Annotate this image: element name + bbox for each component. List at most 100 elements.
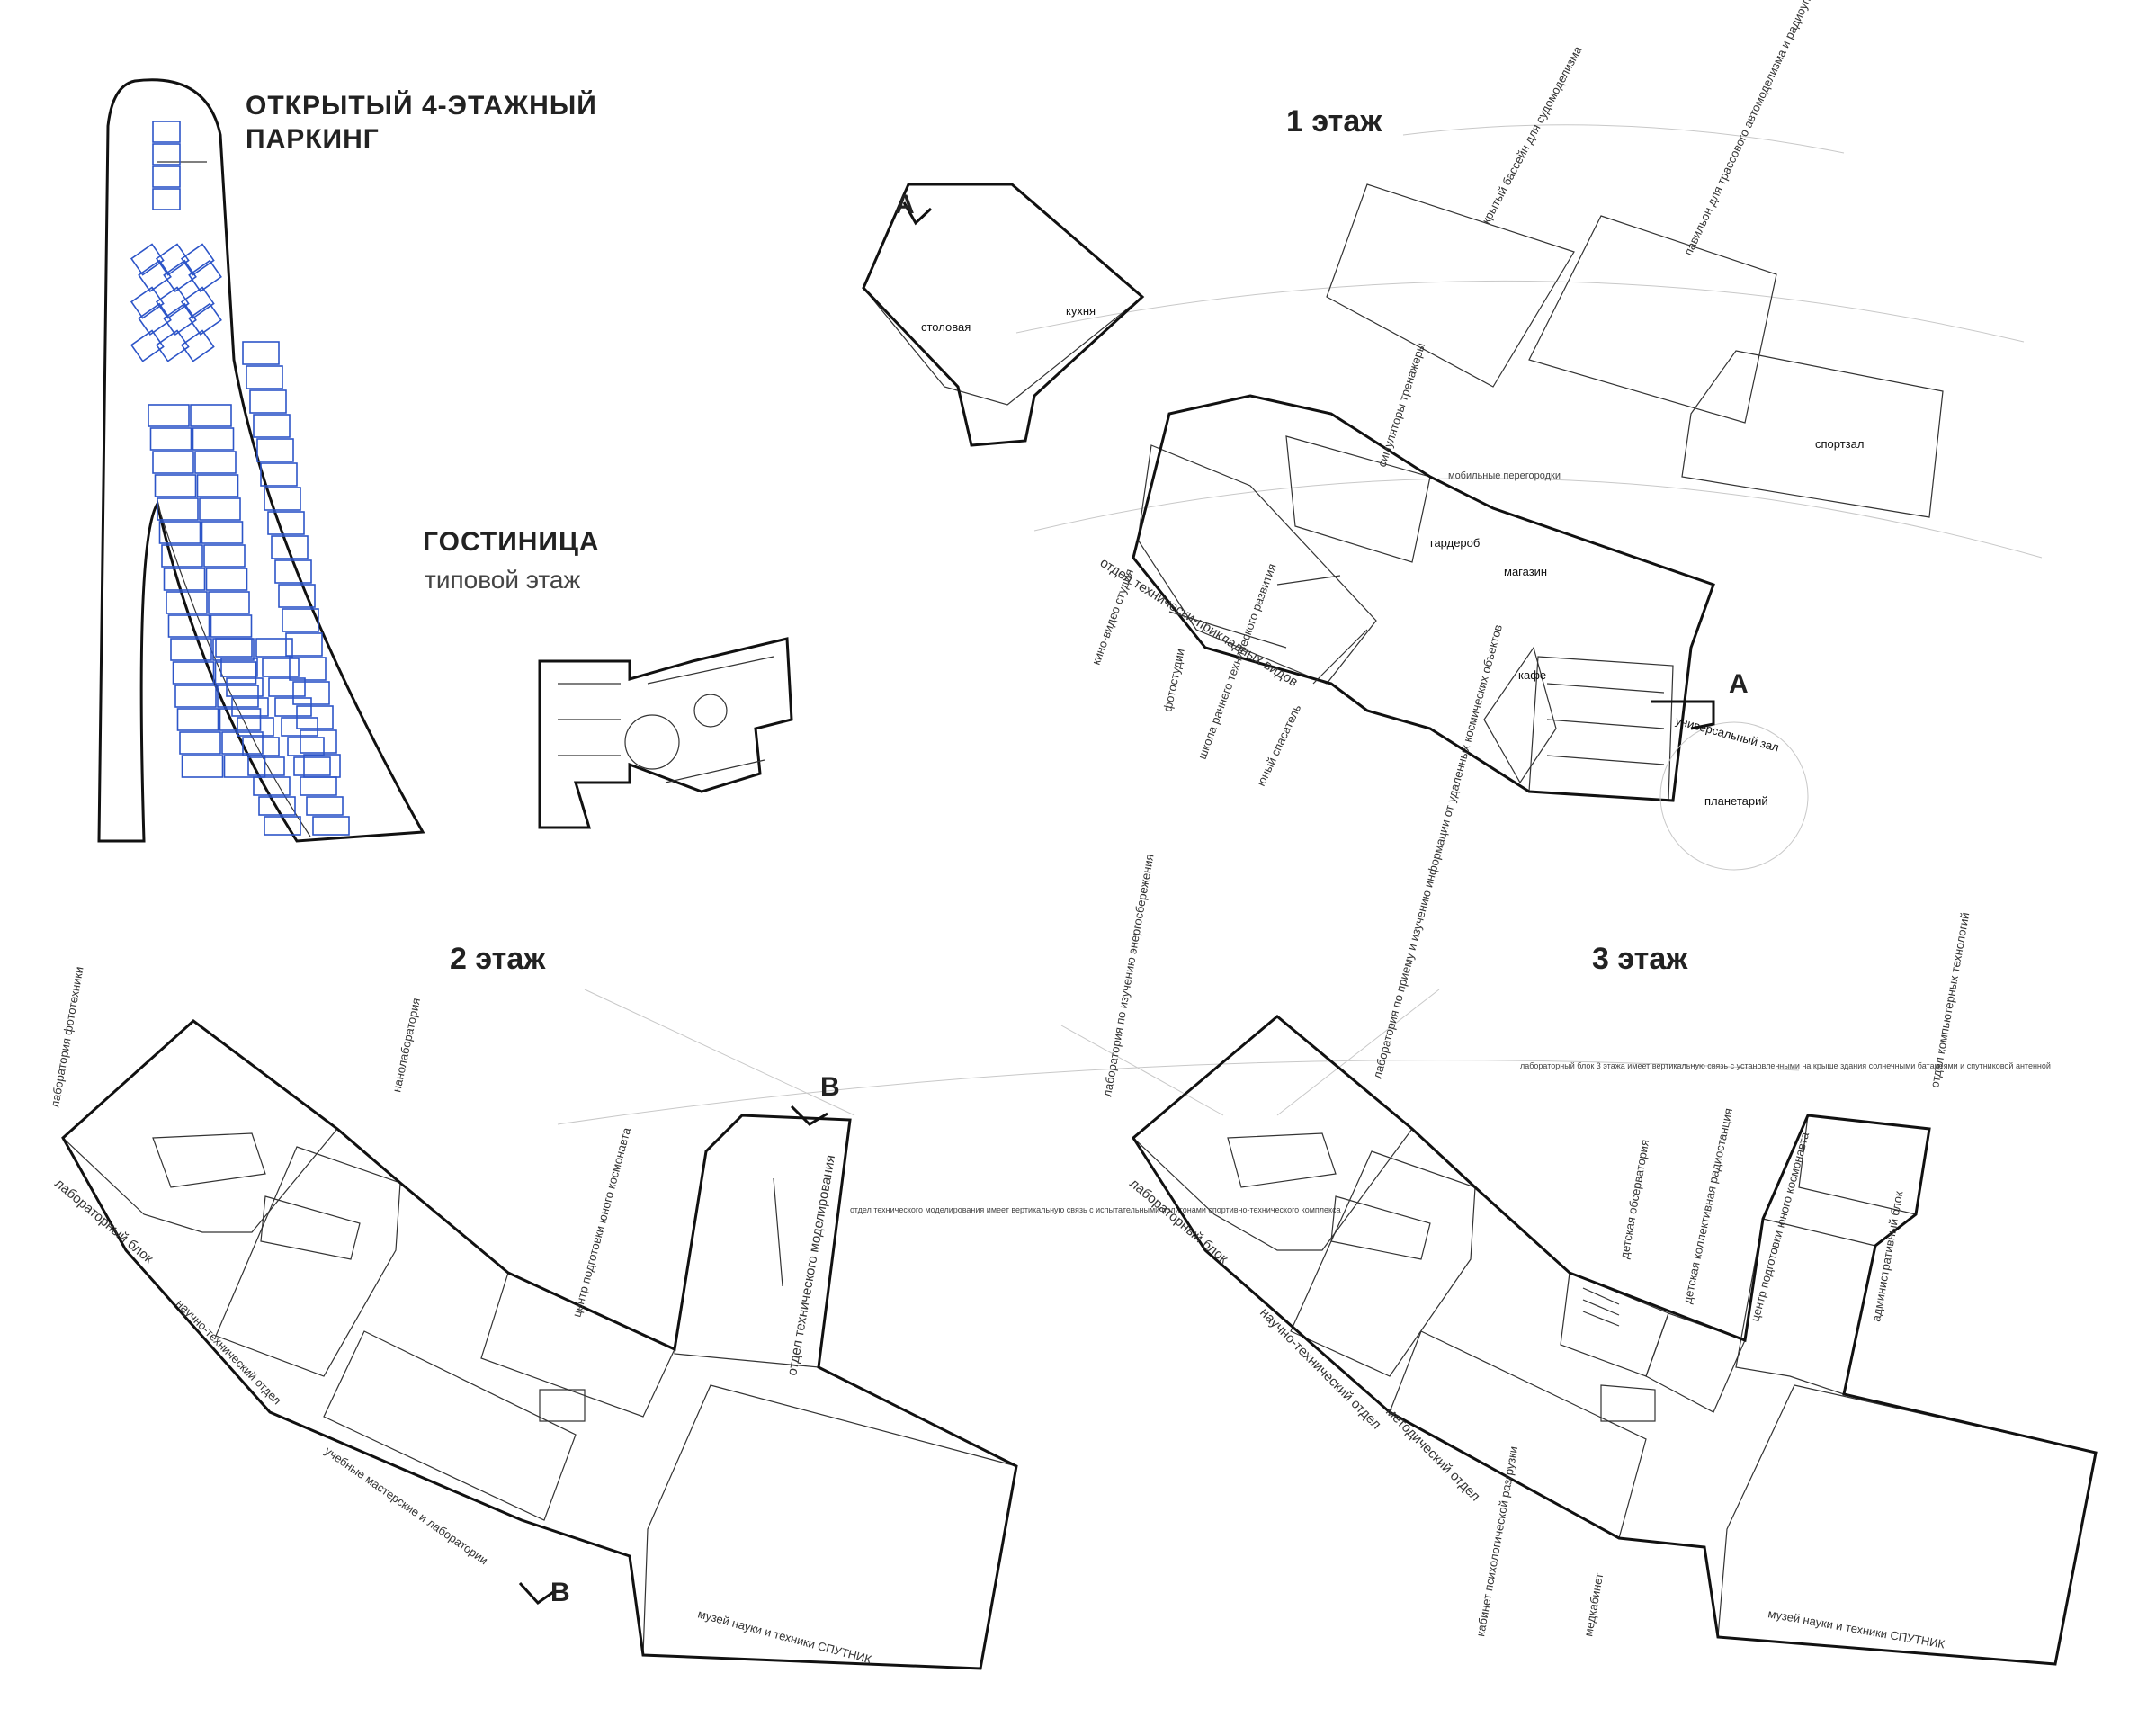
parking-stall [247, 756, 285, 776]
room-simulators: симуляторы тренажеры [1375, 341, 1428, 469]
parking-stall [163, 259, 197, 292]
section-a-arrow-right [1651, 700, 1715, 730]
room-observatory: детская обсерватория [1617, 1139, 1651, 1260]
gym-zone [1681, 350, 1944, 518]
parking-stall [264, 487, 301, 511]
cafe-zone [1483, 646, 1557, 784]
parking-stall [287, 737, 325, 756]
hotel-title: ГОСТИНИЦА [423, 527, 600, 557]
floor1-plan [862, 124, 2043, 871]
parking-stall [253, 776, 291, 796]
parking-stall [166, 591, 208, 614]
parking-stall [161, 544, 203, 568]
parking-stall [152, 188, 181, 210]
parking-stall [242, 737, 280, 756]
parking-stall [172, 661, 215, 685]
room-psych: кабинет психологической разгрузки [1473, 1445, 1520, 1638]
parking-plan [97, 78, 425, 843]
parking-stall [148, 404, 190, 427]
parking-stall [208, 591, 250, 614]
parking-stall [246, 365, 283, 389]
room-hall: универсальный зал [1674, 713, 1780, 754]
parking-stall [163, 302, 197, 336]
parking-stall [258, 796, 296, 816]
modeling-note: отдел технического моделирования имеет в… [850, 1205, 1341, 1214]
parking-stall [281, 717, 318, 737]
parking-stall [163, 568, 206, 591]
lab-block-zone [62, 1020, 338, 1233]
parking-stall [253, 414, 291, 438]
parking-stall [289, 657, 327, 681]
section-a-arrow-left [902, 201, 933, 226]
parking-stall [312, 816, 350, 836]
parking-stall [268, 677, 306, 697]
room-dining: столовая [921, 320, 971, 334]
parking-stall [262, 658, 300, 677]
hall-zone [1528, 656, 1674, 801]
parking-stall [201, 521, 244, 544]
parking-stall [260, 462, 298, 487]
parking-stall [154, 474, 197, 497]
section-a-right: A [1729, 669, 1749, 699]
parking-stall [181, 755, 224, 778]
parking-stall [214, 661, 257, 685]
parking-stall [180, 286, 215, 319]
room-rescuer: юный спасатель [1254, 702, 1303, 789]
floor2-title: 2 этаж [450, 942, 546, 976]
parking-stall [231, 697, 269, 717]
parking-stall [190, 404, 232, 427]
room-planetarium: планетарий [1704, 794, 1768, 808]
parking-stall [188, 259, 222, 292]
parking-stall [300, 729, 337, 754]
parking-stall [130, 286, 165, 319]
floor3-plan [1060, 989, 2098, 1666]
parking-stall [267, 511, 305, 535]
parking-stall [210, 614, 253, 638]
room-space-lab: лаборатория по изучению энергосбережения [1100, 853, 1156, 1097]
parking-stall [170, 638, 212, 661]
parking-stall [179, 731, 221, 755]
room-medical: медкабинет [1581, 1572, 1606, 1638]
parking-stall [130, 329, 165, 362]
parking-stall [158, 521, 201, 544]
room-workshops: учебные мастерские и лаборатории [322, 1444, 490, 1567]
parking-stall [219, 708, 262, 731]
parking-stall [255, 638, 293, 658]
parking-stall [271, 535, 309, 559]
parking-stall [152, 166, 181, 188]
room-cosmonaut-3: центр подготовки юного космонавта [1748, 1130, 1812, 1322]
parking-title-line1: ОТКРЫТЫЙ 4-ЭТАЖНЫЙ [246, 90, 597, 121]
parking-stall [176, 708, 219, 731]
room-nanolab: нанолаборатория [389, 997, 423, 1094]
parking-stall [226, 677, 264, 697]
parking-stall [167, 614, 210, 638]
pavilion-zone [1528, 215, 1777, 424]
parking-stall [180, 329, 215, 362]
parking-stalls [130, 121, 350, 836]
room-kitchen: кухня [1066, 304, 1096, 318]
parking-stall [203, 544, 246, 568]
parking-stall [274, 559, 312, 584]
parking-stall [192, 427, 235, 451]
parking-stall [293, 756, 331, 776]
room-shop: магазин [1504, 565, 1547, 578]
room-lab-block-2: лабораторный блок [51, 1176, 156, 1266]
parking-stall [174, 685, 217, 708]
floor1-title: 1 этаж [1286, 104, 1382, 139]
parking-stall [199, 497, 241, 521]
simulators-zone [1285, 435, 1431, 563]
parking-stall [237, 717, 274, 737]
parking-stall [152, 121, 181, 143]
room-cloakroom: гардероб [1430, 536, 1480, 550]
parking-title-line2: ПАРКИНГ [246, 124, 380, 154]
room-gym: спортзал [1815, 437, 1864, 451]
parking-stall [215, 638, 253, 658]
parking-stall [149, 427, 192, 451]
room-cinema: кино-видео студия [1089, 568, 1136, 667]
admin-zone [1735, 1218, 1876, 1395]
room-sci-tech-2: научно-технический отдел [174, 1297, 284, 1408]
parking-stall [220, 658, 258, 677]
parking-stall [155, 243, 190, 276]
